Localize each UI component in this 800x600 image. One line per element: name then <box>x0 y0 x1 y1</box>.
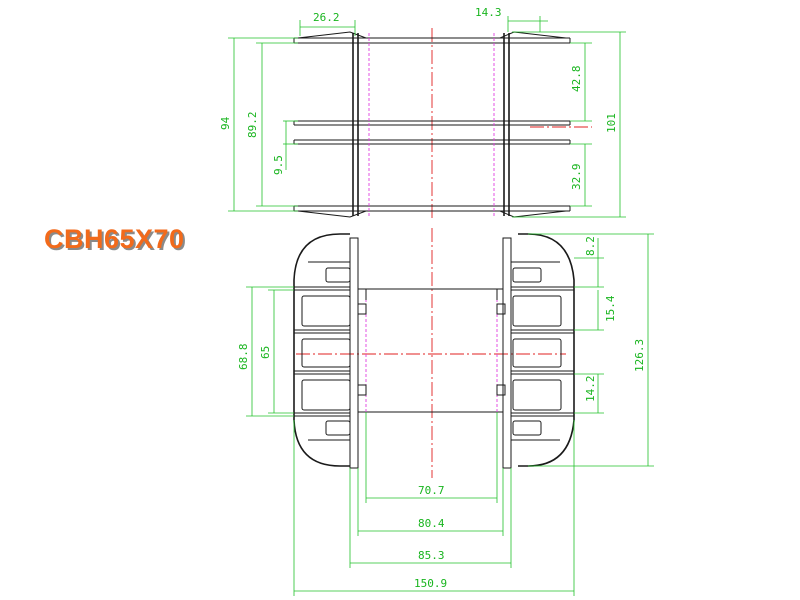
bottom-view-right-pins <box>511 261 574 441</box>
dim-upper-section: 42.8 <box>570 66 583 93</box>
bottom-view-flanges <box>349 237 512 469</box>
dim-core-width: 70.7 <box>418 484 445 497</box>
bottom-view: 70.7 80.4 85.3 150.9 68.8 65 8.2 15.4 14… <box>237 228 654 596</box>
part-number-title: CBH65X70 <box>44 224 185 254</box>
dim-outer-flange-width: 85.3 <box>418 549 445 562</box>
dim-overall-height: 126.3 <box>633 339 646 372</box>
bottom-view-core <box>357 288 506 413</box>
dim-overall-height-outer: 94 <box>219 116 232 130</box>
dim-pin-spacing-lower: 14.2 <box>584 376 597 403</box>
dim-pin-pitch-top: 8.2 <box>584 236 597 256</box>
bottom-view-left-pins <box>294 261 351 441</box>
dim-window-height-inner: 65 <box>259 346 272 359</box>
top-view-rails <box>293 37 571 212</box>
dim-inner-flange-width: 80.4 <box>418 517 445 530</box>
dim-total-height: 101 <box>605 113 618 133</box>
dim-overall-height-inner: 89.2 <box>246 112 259 139</box>
dim-flange-width-right: 14.3 <box>475 6 502 19</box>
top-view: 26.2 14.3 94 89.2 9.5 42.8 32.9 101 <box>219 6 626 220</box>
bottom-view-dimension-lines <box>246 233 654 596</box>
bottom-view-outer-frame <box>293 233 575 467</box>
dim-window-height-outer: 68.8 <box>237 344 250 371</box>
dim-pin-spacing-upper: 15.4 <box>604 295 617 322</box>
top-view-dimension-lines <box>228 16 626 218</box>
dim-slot-gap: 9.5 <box>272 155 285 175</box>
dim-overall-width: 150.9 <box>414 577 447 590</box>
top-view-bobbin-walls <box>352 33 510 216</box>
dim-flange-width-left: 26.2 <box>313 11 340 24</box>
dim-lower-section: 32.9 <box>570 164 583 191</box>
